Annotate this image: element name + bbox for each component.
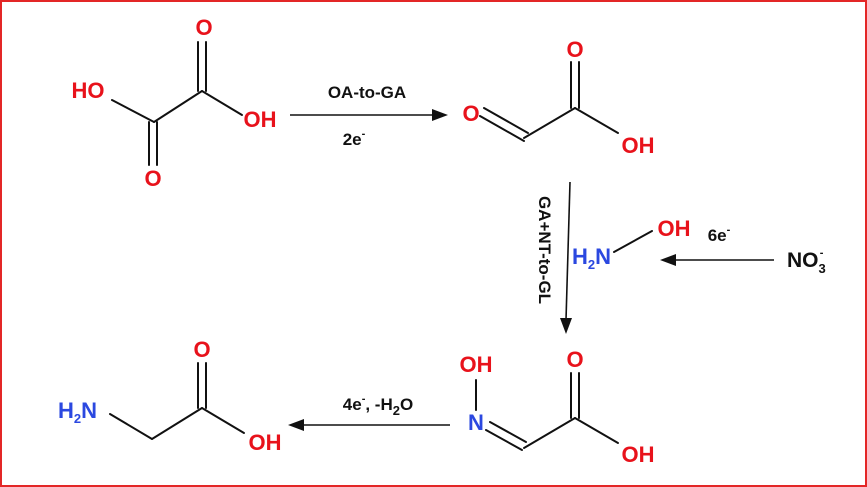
nitrate-formula: NO3- [787,247,826,276]
arrow-head [432,109,448,121]
oxygen-atom: O [566,37,583,62]
bond [111,99,155,123]
arrow-oxime-to-glycine: 4e-, -H2O [288,393,450,431]
arrow-head [560,318,572,334]
hydroxyl-group: OH [658,216,691,241]
hydroxyl-group: OH [460,352,493,377]
molecule-nitrate: NO3- [787,247,826,276]
hydroxyl-group: HO [72,78,105,103]
bond [523,417,576,449]
bond [613,230,653,253]
bond [479,115,525,142]
oxygen-atom: O [195,15,212,40]
bond [485,429,523,451]
bond [574,417,619,444]
arrow-head [660,254,676,266]
oxygen-atom: O [144,166,161,191]
bond [574,107,619,134]
bond [201,407,245,434]
arrow-ga-nt-to-gl: GA+NT-to-GL [535,181,572,334]
bond [523,107,576,139]
amine-group: H2N [572,244,611,272]
arrow-label-oa-to-ga: OA-to-GA [328,83,406,102]
molecule-hydroxylamine: H2N OH [572,216,691,272]
molecule-glycine: H2N O OH [58,337,282,455]
molecule-glyoxylic-acid: O O OH [462,37,654,158]
oxygen-atom: O [462,101,479,126]
arrow-head [288,419,304,431]
hydroxyl-group: OH [622,442,655,467]
nitrogen-atom: N [468,410,484,435]
bond [153,90,203,123]
bond [483,107,529,134]
oxygen-atom: O [566,347,583,372]
hydroxyl-group: OH [622,133,655,158]
arrow-label-electrons: 6e- [708,224,731,245]
bond [151,407,203,440]
amine-group: H2N [58,398,97,426]
arrow-label-reduction: 4e-, -H2O [343,393,413,418]
molecule-oxalic-acid: O HO OH O [72,15,277,191]
bond [489,421,527,443]
arrow-label-electrons: 2e- [343,128,366,149]
bond [109,413,153,440]
oxygen-atom: O [193,337,210,362]
molecule-glyoxylic-oxime: OH N O OH [460,347,655,467]
hydroxyl-group: OH [249,430,282,455]
bond [201,90,243,116]
arrow-label-ga-nt-to-gl: GA+NT-to-GL [535,196,554,304]
hydroxyl-group: OH [244,107,277,132]
arrow-oa-to-ga: OA-to-GA 2e- [290,83,448,149]
arrow-nitrate-to-hydroxylamine: 6e- [660,224,774,266]
